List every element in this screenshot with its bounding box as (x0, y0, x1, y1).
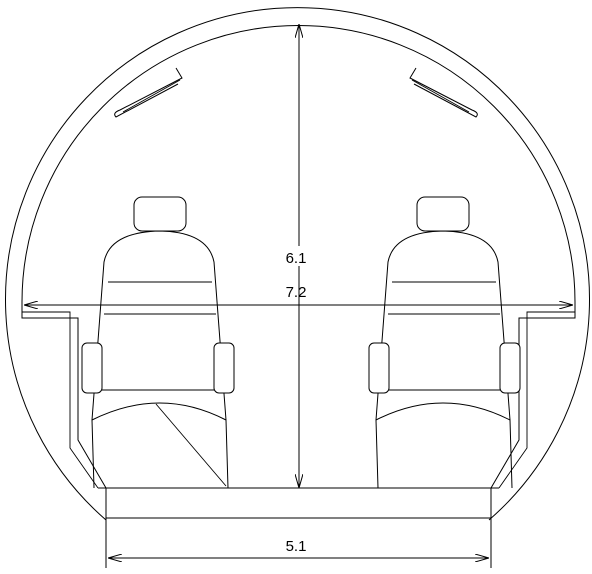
floor-width-label: 5.1 (286, 538, 307, 555)
seat-left-headrest (133, 196, 187, 232)
seat-right-cushion (375, 402, 513, 489)
left-ledge-inner (22, 311, 99, 489)
right-ledge (490, 302, 576, 489)
seat-left-armrest-right (213, 342, 235, 394)
seat-left-cushion (91, 402, 229, 489)
height-label: 6.1 (286, 250, 307, 267)
right-ledge-inner (498, 311, 575, 489)
left-ledge (21, 302, 107, 489)
seat-right-armrest-left (368, 342, 390, 394)
seat-left (81, 196, 235, 489)
outer-fuselage-shell (5, 7, 590, 521)
seat-right-headrest (416, 196, 470, 232)
seat-left-armrest-left (81, 342, 103, 394)
overhead-light-left (114, 67, 183, 118)
seat-right-backrest (375, 230, 511, 421)
width-label: 7.2 (286, 284, 307, 301)
height-label-bg (279, 246, 315, 266)
seat-right-armrest-right (499, 342, 521, 394)
seat-left-diagonal (155, 403, 227, 487)
seat-left-backrest (91, 230, 227, 421)
seat-right (368, 196, 521, 489)
overhead-light-right (409, 67, 478, 118)
